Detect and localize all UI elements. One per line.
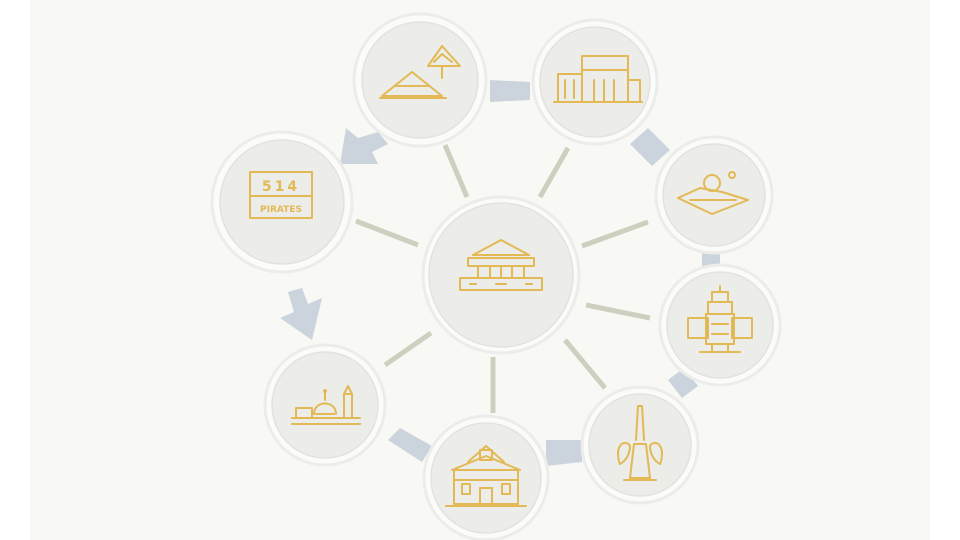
obelisk-monument-icon <box>617 405 663 481</box>
arrow-sign-skyline <box>280 288 322 340</box>
node-landscape[interactable] <box>654 135 774 255</box>
spoke-tent <box>442 144 470 198</box>
spoke-pagoda <box>585 302 651 321</box>
center-hub[interactable] <box>421 195 581 355</box>
node-monument[interactable] <box>580 385 700 505</box>
connector-store-landscape <box>630 128 670 166</box>
pavilion-tent-icon <box>379 45 461 99</box>
sign-word: PIRATES <box>260 205 302 215</box>
spoke-monument <box>563 338 607 390</box>
node-store[interactable] <box>531 18 659 146</box>
connectors <box>280 80 720 466</box>
node-pagoda[interactable] <box>658 263 782 387</box>
connector-hall-skyline <box>388 428 432 462</box>
sign-number: 514 <box>262 179 300 195</box>
node-tent[interactable] <box>352 12 488 148</box>
connector-tent-store <box>490 80 530 102</box>
pagoda-tower-icon <box>687 285 753 353</box>
connector-monument-hall <box>546 440 582 466</box>
town-hall-icon <box>445 445 527 507</box>
connector-pagoda-monument <box>668 368 698 398</box>
spoke-store <box>537 146 571 199</box>
government-building-icon <box>459 239 543 291</box>
node-sign[interactable]: 514 PIRATES <box>210 130 354 274</box>
node-skyline[interactable] <box>263 343 387 467</box>
spoke-skyline <box>383 330 433 368</box>
spoke-landscape <box>581 219 649 249</box>
storefront-building-icon <box>553 55 643 103</box>
spoke-sign <box>355 218 419 248</box>
signboard-icon: 514 PIRATES <box>249 171 313 219</box>
arrow-tent-sign <box>340 128 388 164</box>
landscape-sun-icon <box>677 171 749 215</box>
mosque-skyline-icon <box>291 385 361 425</box>
node-hall[interactable] <box>422 414 550 540</box>
spokes <box>355 144 651 413</box>
